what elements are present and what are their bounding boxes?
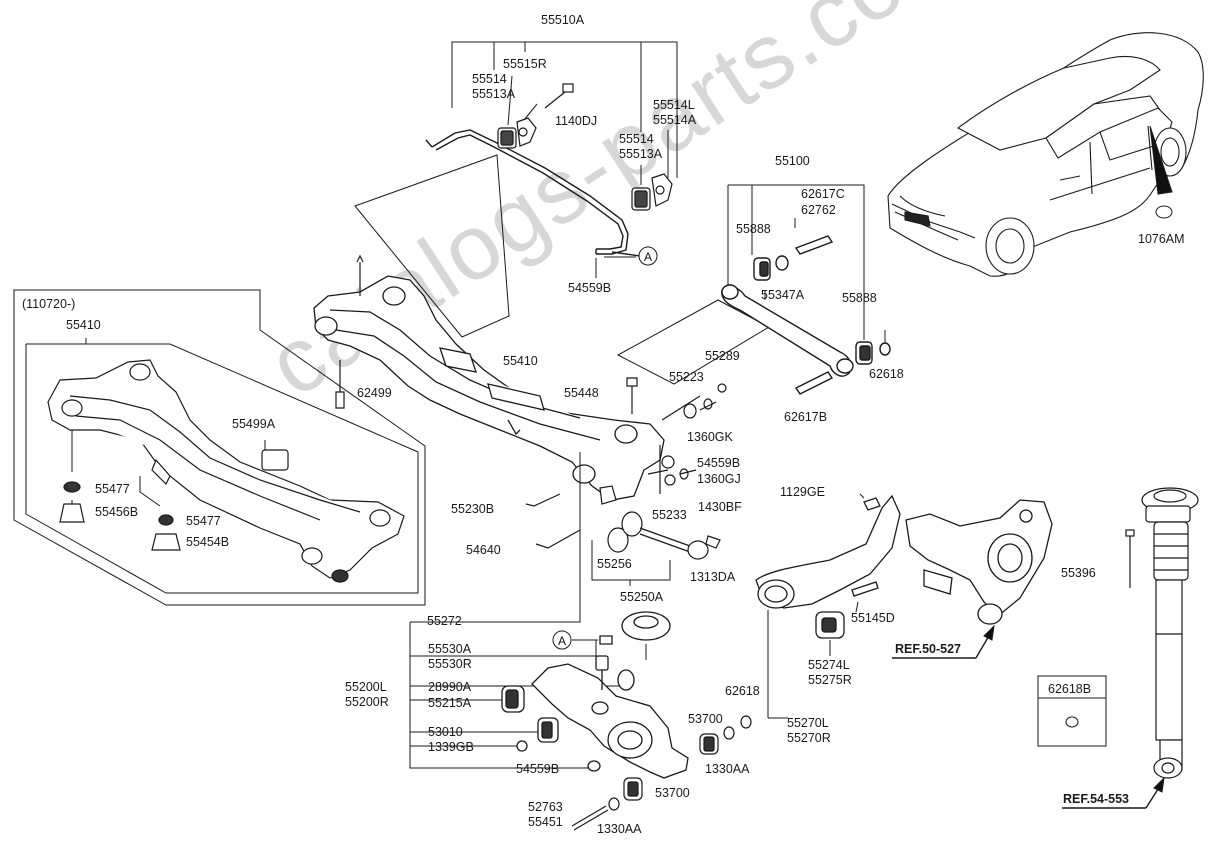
label-1313DA: 1313DA <box>690 570 736 584</box>
label-55456B: 55456B <box>95 505 139 519</box>
label-55515R: 55515R <box>503 57 547 71</box>
label-55514A: 55514A <box>653 113 697 127</box>
label-55477-a: 55477 <box>95 482 130 496</box>
vehicle-illustration <box>887 32 1204 277</box>
label-55410-a: 55410 <box>66 318 101 332</box>
label-55270L: 55270L <box>787 716 829 730</box>
label-62618-a: 62618 <box>869 367 904 381</box>
label-55270R: 55270R <box>787 731 831 745</box>
label-55530A: 55530A <box>428 642 472 656</box>
label-55256: 55256 <box>597 557 632 571</box>
vehicle-location-marker <box>1149 125 1173 195</box>
subframe-stud <box>356 254 364 296</box>
stabilizer-bar <box>425 129 641 257</box>
label-52763: 52763 <box>528 800 563 814</box>
label-1339GB: 1339GB <box>428 740 474 754</box>
label-55888-b: 55888 <box>842 291 877 305</box>
callout-a-lower-text: A <box>558 634 566 648</box>
label-55272: 55272 <box>427 614 462 628</box>
subframe-inset-box <box>13 289 426 606</box>
label-55888-a: 55888 <box>736 222 771 236</box>
label-55530R: 55530R <box>428 657 472 671</box>
label-55514-b: 55514 <box>619 132 654 146</box>
label-55410-b: 55410 <box>503 354 538 368</box>
label-55200L: 55200L <box>345 680 387 694</box>
label-55513A-a: 55513A <box>472 87 516 101</box>
trailing-arm-leaders <box>767 493 865 719</box>
label-53700-b: 53700 <box>655 786 690 800</box>
ref-50-527-arrow <box>892 624 995 659</box>
label-54640: 54640 <box>466 543 501 557</box>
lateral-link <box>599 485 721 560</box>
label-ref-50-527: REF.50-527 <box>895 642 962 656</box>
label-55347A: 55347A <box>761 288 805 302</box>
label-inset-62618B: 62618B <box>1048 682 1092 696</box>
label-55230B: 55230B <box>451 502 495 516</box>
label-62617B: 62617B <box>784 410 828 424</box>
lateral-link-leaders <box>591 540 671 586</box>
label-55233: 55233 <box>652 508 687 522</box>
label-55289: 55289 <box>705 349 740 363</box>
label-55510A: 55510A <box>541 13 585 27</box>
stabilizer-bushing-upper <box>497 83 574 149</box>
label-55454B: 55454B <box>186 535 230 549</box>
stabilizer-bushing-lower <box>631 173 673 211</box>
subframe-inset-drawing <box>47 359 405 583</box>
label-1330AA-a: 1330AA <box>705 762 750 776</box>
lower-arm <box>501 611 689 779</box>
subframe-fasteners <box>335 360 727 549</box>
label-55514L: 55514L <box>653 98 695 112</box>
label-55448: 55448 <box>564 386 599 400</box>
label-62499: 62499 <box>357 386 392 400</box>
nut-icon <box>1065 716 1079 728</box>
plug-cap-1076am <box>1155 205 1173 219</box>
label-55396: 55396 <box>1061 566 1096 580</box>
rear-knuckle <box>905 499 1053 625</box>
label-55274L: 55274L <box>808 658 850 672</box>
label-55513A-b: 55513A <box>619 147 663 161</box>
label-55200R: 55200R <box>345 695 389 709</box>
lower-bushings <box>571 715 752 831</box>
label-53700-a: 53700 <box>688 712 723 726</box>
nut-inset-box <box>1037 675 1107 747</box>
label-55100: 55100 <box>775 154 810 168</box>
label-55145D: 55145D <box>851 611 895 625</box>
upper-arm <box>721 235 891 395</box>
callout-a-lower-circle <box>552 630 572 650</box>
label-28990A: 28990A <box>428 680 472 694</box>
label-55477-b: 55477 <box>186 514 221 528</box>
label-1076AM: 1076AM <box>1138 232 1185 246</box>
label-group-note: (110720-) <box>22 297 76 311</box>
label-54559B-b: 54559B <box>697 456 741 470</box>
label-ref-54-553: REF.54-553 <box>1063 792 1130 806</box>
stabilizer-leader-lines <box>354 41 678 338</box>
label-1140DJ: 1140DJ <box>555 114 598 128</box>
lower-arm-leaders <box>409 452 647 769</box>
label-55215A: 55215A <box>428 696 472 710</box>
callout-a-upper-text: A <box>644 250 652 264</box>
label-55250A: 55250A <box>620 590 664 604</box>
label-1430BF: 1430BF <box>698 500 742 514</box>
label-53010: 53010 <box>428 725 463 739</box>
label-1129GE: 1129GE <box>780 485 825 499</box>
callout-a-upper-circle <box>638 246 658 266</box>
label-1360GJ: 1360GJ <box>697 472 741 486</box>
label-55514-a: 55514 <box>472 72 507 86</box>
label-55499A: 55499A <box>232 417 276 431</box>
label-54559B-a: 54559B <box>568 281 612 295</box>
label-1360GK: 1360GK <box>687 430 733 444</box>
label-55451: 55451 <box>528 815 563 829</box>
label-62617C: 62617C <box>801 187 845 201</box>
label-55223: 55223 <box>669 370 704 384</box>
label-62762: 62762 <box>801 203 836 217</box>
label-55275R: 55275R <box>808 673 852 687</box>
label-62618-b: 62618 <box>725 684 760 698</box>
ref-54-553-arrow <box>1062 776 1165 809</box>
label-54559B-c: 54559B <box>516 762 560 776</box>
label-1330AA-b: 1330AA <box>597 822 642 836</box>
shock-absorber <box>1125 487 1199 779</box>
trailing-arm <box>755 494 901 639</box>
main-subframe <box>313 275 665 501</box>
